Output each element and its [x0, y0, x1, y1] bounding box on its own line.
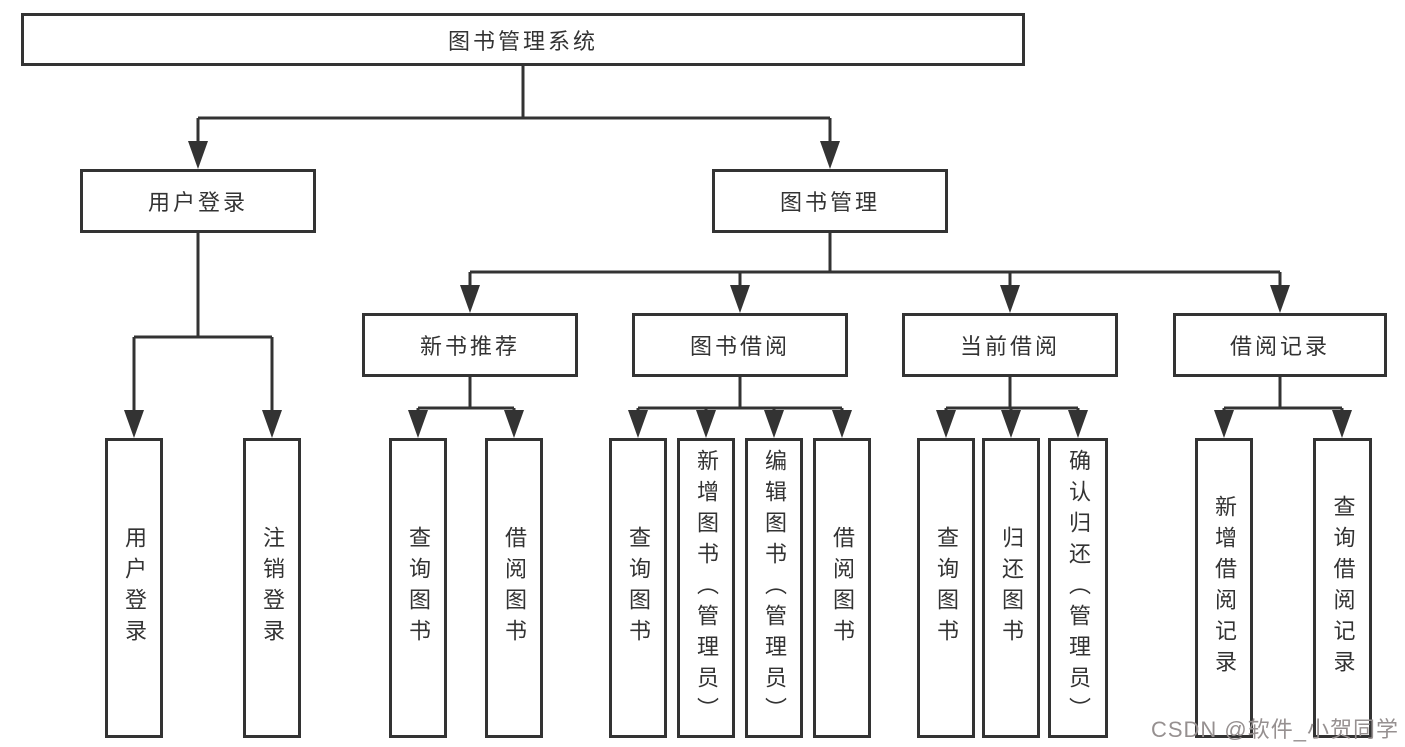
node-root-label: 图书管理系统: [447, 28, 598, 54]
leaf-borrow-book: 借阅图书: [813, 438, 871, 738]
leaf-query-books: 查询图书: [389, 438, 447, 738]
arrowheads: [124, 141, 1352, 438]
node-user-login: 用户登录: [80, 169, 316, 233]
leaf-query-borrow-record-label: 查询借阅记录: [1330, 495, 1356, 681]
leaf-add-borrow-record-label: 新增借阅记录: [1212, 495, 1237, 681]
leaf-edit-book-admin: 编辑图书（管理员）: [745, 438, 803, 738]
node-book-management-label: 图书管理: [779, 190, 880, 215]
node-root: 图书管理系统: [21, 13, 1025, 66]
leaf-user-login: 用户登录: [105, 438, 163, 738]
node-current-borrow: 当前借阅: [902, 313, 1118, 377]
leaf-borrow-book-label: 借阅图书: [502, 526, 527, 650]
leaf-return-book: 归还图书: [982, 438, 1040, 738]
leaf-add-borrow-record: 新增借阅记录: [1195, 438, 1253, 738]
leaf-confirm-return-admin: 确认归还（管理员）: [1048, 438, 1108, 738]
node-new-book-recommend: 新书推荐: [362, 313, 578, 377]
node-borrow-records-label: 借阅记录: [1229, 334, 1330, 359]
leaf-logout-label: 注销登录: [260, 526, 285, 650]
leaf-query-borrow-record: 查询借阅记录: [1313, 438, 1372, 738]
leaf-logout: 注销登录: [243, 438, 301, 738]
leaf-query-books: 查询图书: [917, 438, 975, 738]
node-book-borrow-label: 图书借阅: [689, 334, 790, 359]
leaf-borrow-book-label: 借阅图书: [830, 526, 855, 650]
node-current-borrow-label: 当前借阅: [959, 334, 1060, 359]
node-book-borrow: 图书借阅: [632, 313, 848, 377]
leaf-borrow-book: 借阅图书: [485, 438, 543, 738]
leaf-query-books-label: 查询图书: [934, 526, 959, 650]
leaf-query-books: 查询图书: [609, 438, 667, 738]
node-user-login-label: 用户登录: [147, 190, 248, 215]
leaf-confirm-return-admin-label: 确认归还（管理员）: [1066, 448, 1091, 728]
csdn-watermark: CSDN @软件_小贺同学: [1150, 717, 1399, 742]
leaf-edit-book-admin-label: 编辑图书（管理员）: [762, 448, 787, 728]
leaf-query-books-label: 查询图书: [626, 526, 651, 650]
node-book-management: 图书管理: [712, 169, 948, 233]
node-new-book-recommend-label: 新书推荐: [419, 334, 520, 359]
leaf-return-book-label: 归还图书: [999, 526, 1024, 650]
leaf-add-book-admin-label: 新增图书（管理员）: [694, 448, 719, 728]
leaf-add-book-admin: 新增图书（管理员）: [677, 438, 735, 738]
leaf-query-books-label: 查询图书: [406, 526, 431, 650]
node-borrow-records: 借阅记录: [1173, 313, 1387, 377]
leaf-user-login-label: 用户登录: [122, 526, 147, 650]
